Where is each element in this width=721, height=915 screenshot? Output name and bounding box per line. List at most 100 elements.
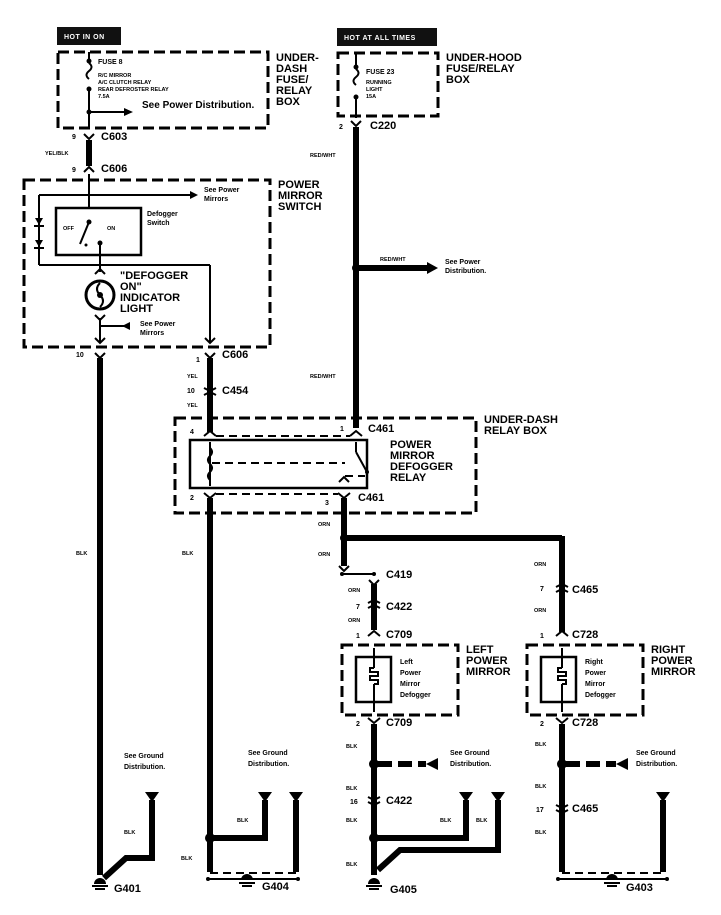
wire-color-label: BLK <box>182 551 193 557</box>
svg-text:Right: Right <box>585 659 604 666</box>
c606-bottom-label: C606 <box>222 349 248 361</box>
c422-top-pin: 7 <box>356 604 360 611</box>
c465-bottom-label: C465 <box>572 803 598 815</box>
c461-top-label: C461 <box>368 423 394 435</box>
c603-pin: 9 <box>72 134 76 141</box>
wire-color-label: ORN <box>348 588 360 594</box>
wire-color-label: RED/WHT <box>380 257 406 263</box>
ground-g404-icon <box>239 874 255 887</box>
svg-text:R/C MIRROR: R/C MIRROR <box>98 73 131 79</box>
c709-bottom-pin: 2 <box>356 721 360 728</box>
c465-bottom-pin: 17 <box>536 807 544 814</box>
svg-text:MIRROR: MIRROR <box>278 190 323 202</box>
wire-blk-branch <box>101 800 155 881</box>
see-ground-distribution-note-3: See Ground <box>124 753 164 760</box>
switch-contact-icon <box>79 219 103 247</box>
connector-c606-icon <box>83 165 95 173</box>
underdash-fuse-box-outline <box>56 50 270 130</box>
svg-text:BOX: BOX <box>276 96 301 108</box>
svg-text:MIRROR: MIRROR <box>390 450 435 462</box>
svg-text:A/C CLUTCH RELAY: A/C CLUTCH RELAY <box>98 80 152 86</box>
ground-arrow-icon <box>459 792 473 802</box>
connector-c422-icon <box>367 598 381 609</box>
c419-label: C419 <box>386 569 412 581</box>
c454-pin: 10 <box>187 388 195 395</box>
svg-text:Defogger: Defogger <box>400 692 431 699</box>
fuse-8-label: FUSE 8 R/C MIRROR A/C CLUTCH RELAY REAR … <box>98 59 169 100</box>
connector-c465-icon <box>555 582 569 593</box>
splice-icon <box>369 833 379 843</box>
svg-text:Mirror: Mirror <box>585 681 606 688</box>
wire-color-label: BLK <box>535 742 546 748</box>
switch-on-label: ON <box>107 226 115 232</box>
c603-label: C603 <box>101 131 127 143</box>
g401-label: G401 <box>114 883 141 895</box>
svg-text:Power: Power <box>585 670 606 677</box>
wire-color-label: BLK <box>124 830 135 836</box>
c220-pin: 2 <box>339 124 343 131</box>
svg-text:Distribution.: Distribution. <box>124 764 165 771</box>
svg-text:LIGHT: LIGHT <box>366 87 383 93</box>
svg-text:"DEFOGGER: "DEFOGGER <box>120 270 188 282</box>
arrow-right-icon <box>427 262 438 274</box>
svg-text:UNDER-: UNDER- <box>276 52 319 64</box>
svg-text:Power: Power <box>400 670 421 677</box>
left-power-mirror-label: LEFT POWER MIRROR <box>466 644 511 678</box>
c422-bottom-label: C422 <box>386 795 412 807</box>
svg-text:RUNNING: RUNNING <box>366 80 392 86</box>
svg-text:15A: 15A <box>366 94 376 100</box>
left-power-mirror-outline <box>340 643 460 717</box>
hot-in-on-badge: HOT IN ON <box>57 27 121 45</box>
right-power-mirror-label: RIGHT POWER MIRROR <box>651 644 696 678</box>
c461-pin-2: 2 <box>190 495 194 502</box>
hot-at-all-times-badge: HOT AT ALL TIMES <box>337 28 437 46</box>
svg-text:Mirror: Mirror <box>400 681 421 688</box>
svg-text:DEFOGGER: DEFOGGER <box>390 461 453 473</box>
c728-bottom-pin: 2 <box>540 721 544 728</box>
see-power-distribution-note: See Power Distribution. <box>142 100 254 111</box>
indicator-light-icon <box>84 279 116 311</box>
svg-text:LIGHT: LIGHT <box>120 303 153 315</box>
wire-color-label: ORN <box>348 618 360 624</box>
switch-off-label: OFF <box>63 226 75 232</box>
wire-color-label: BLK <box>535 784 546 790</box>
splice-icon <box>557 759 567 769</box>
wire-color-label: ORN <box>318 552 330 558</box>
svg-text:Distribution.: Distribution. <box>445 268 486 275</box>
arrow-left-icon <box>122 322 130 330</box>
ground-g401-icon <box>92 878 108 890</box>
underhood-fuse-box-label: UNDER-HOOD FUSE/RELAY BOX <box>446 52 522 86</box>
defogger-switch-box <box>54 206 143 257</box>
ground-arrow-icon <box>145 792 159 802</box>
ground-g403-icon <box>604 874 620 887</box>
svg-text:RIGHT: RIGHT <box>651 644 686 656</box>
svg-text:Distribution.: Distribution. <box>248 761 289 768</box>
wire-color-label: RED/WHT <box>310 374 336 380</box>
see-ground-distribution-note: See Ground <box>450 750 490 757</box>
indicator-light-label: "DEFOGGER ON" INDICATOR LIGHT <box>120 270 188 315</box>
c422-top-label: C422 <box>386 601 412 613</box>
svg-text:LEFT: LEFT <box>466 644 494 656</box>
ground-arrow-icon <box>258 792 272 802</box>
ground-arrow-icon <box>426 758 438 770</box>
right-defogger-box <box>539 655 578 704</box>
svg-text:MIRROR: MIRROR <box>651 666 696 678</box>
splice-icon <box>369 759 379 769</box>
c728-bottom-label: C728 <box>572 717 598 729</box>
right-power-mirror-outline <box>525 643 645 717</box>
see-power-distribution-note-2: See Power <box>445 259 481 266</box>
c454-label: C454 <box>222 385 249 397</box>
wire-color-label: YEL <box>187 403 198 409</box>
arrow-right-icon <box>89 108 133 116</box>
svg-text:UNDER-HOOD: UNDER-HOOD <box>446 52 522 64</box>
svg-text:INDICATOR: INDICATOR <box>120 292 180 304</box>
ground-arrow-icon <box>491 792 505 802</box>
wire-color-label: BLK <box>237 818 248 824</box>
left-defogger-label: Left Power Mirror Defogger <box>400 659 431 699</box>
c461-pin-3: 3 <box>325 500 329 507</box>
svg-text:HOT AT ALL TIMES: HOT AT ALL TIMES <box>344 35 416 42</box>
wire-blk-branch <box>214 800 268 841</box>
c728-top-pin: 1 <box>540 633 544 640</box>
connector-c220-icon <box>350 120 362 128</box>
g404-label: G404 <box>262 881 290 893</box>
